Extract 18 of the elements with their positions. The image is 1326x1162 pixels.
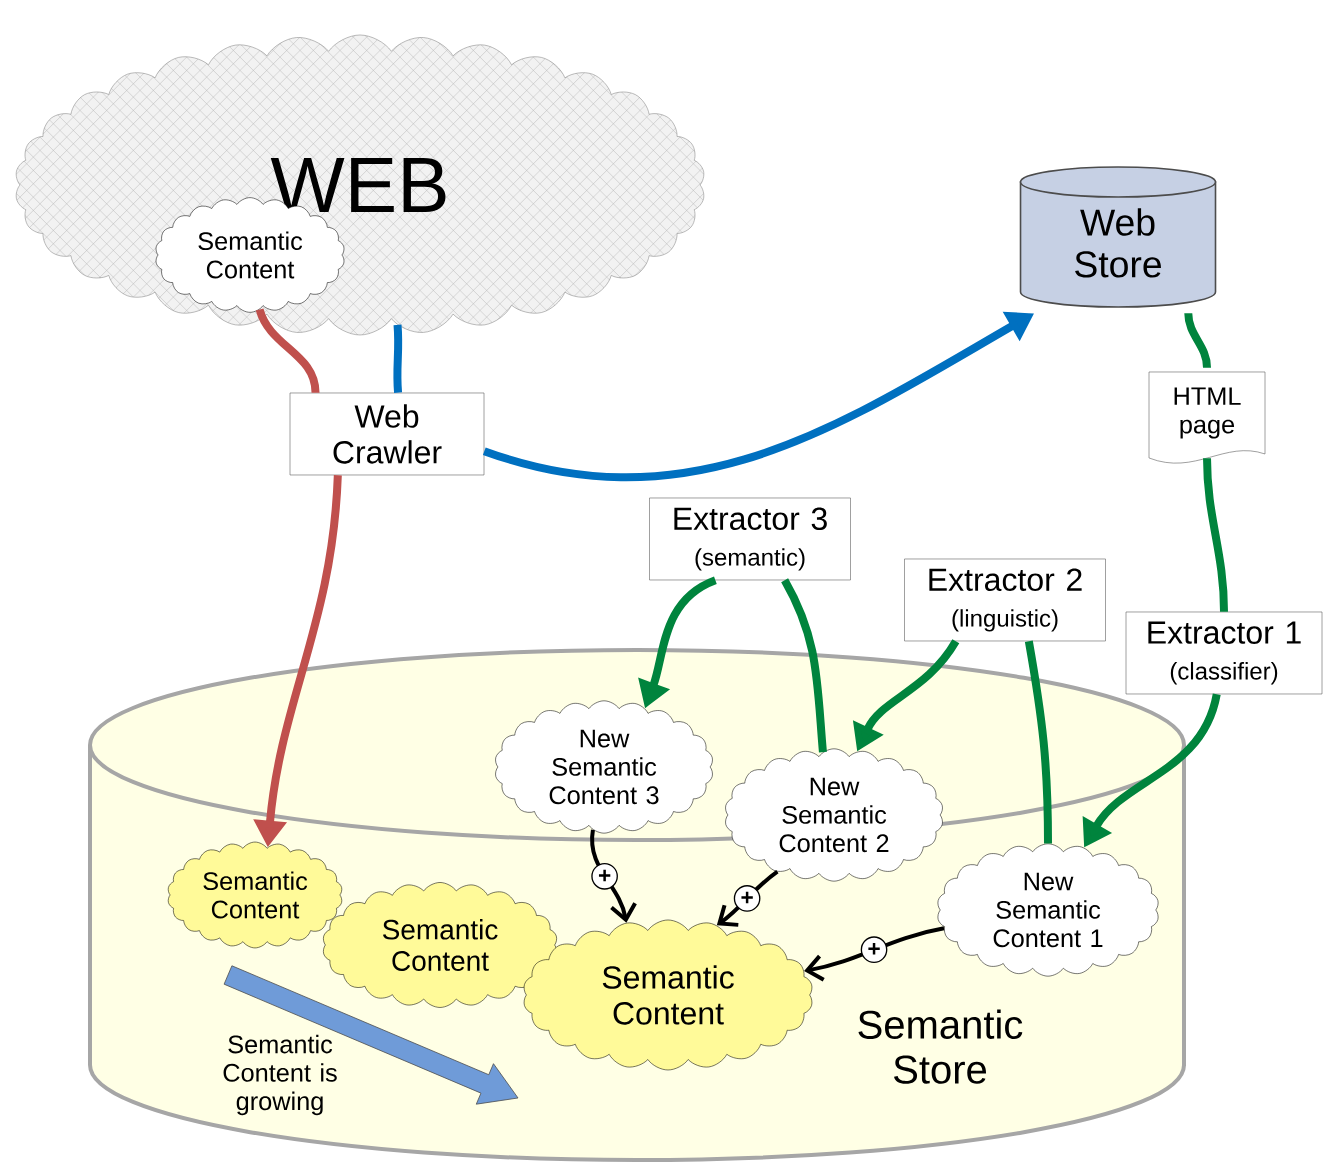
arrow [804,926,945,982]
process-box: Extractor 1 (classifier) [1125,611,1323,695]
process-box: Extractor 2 (linguistic) [904,558,1106,642]
content-cloud: Semantic Content [167,841,343,949]
process-box: Web Crawler [289,392,485,476]
note-text: Semantic Content is growing [223,1034,337,1116]
content-cloud: Semantic Content [323,882,557,1008]
process-box: Extractor 3 (semantic) [649,497,851,581]
storage-cylinder: Web Store [1019,166,1217,308]
edge-label: + [591,863,618,890]
content-cloud: New Semantic Content 2 [725,748,943,882]
content-cloud: Semantic Content [523,919,813,1071]
content-cloud: New Semantic Content 1 [937,843,1159,977]
arrow [590,829,637,923]
edge-label: + [733,885,761,912]
content-cloud: New Semantic Content 3 [495,700,713,834]
connector-line [255,308,320,394]
edge-label: + [860,936,888,963]
